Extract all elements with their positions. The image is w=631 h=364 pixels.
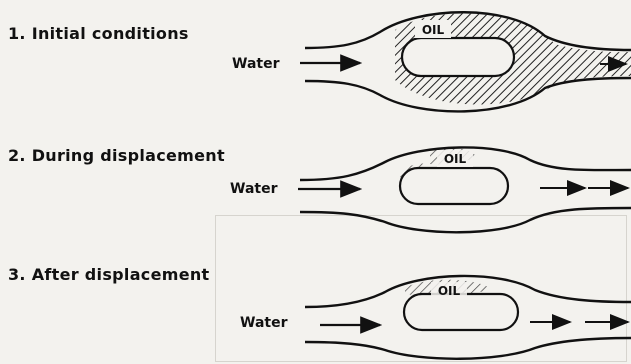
panel-1-grain xyxy=(402,38,514,76)
panel-2-grain xyxy=(400,168,508,204)
panel-2-oil-label: OIL xyxy=(444,152,467,166)
panel-1-oil-label: OIL xyxy=(422,23,445,37)
panel-3-oil-label: OIL xyxy=(438,284,461,298)
panel-2-lower-wall xyxy=(300,208,631,232)
panel-2-diagram: OIL xyxy=(298,147,631,232)
panel-3-lower-wall xyxy=(305,338,631,359)
panel-1-diagram: OIL xyxy=(300,12,631,111)
panel-3-diagram: OIL xyxy=(305,276,631,359)
panel-3-grain xyxy=(404,294,518,330)
